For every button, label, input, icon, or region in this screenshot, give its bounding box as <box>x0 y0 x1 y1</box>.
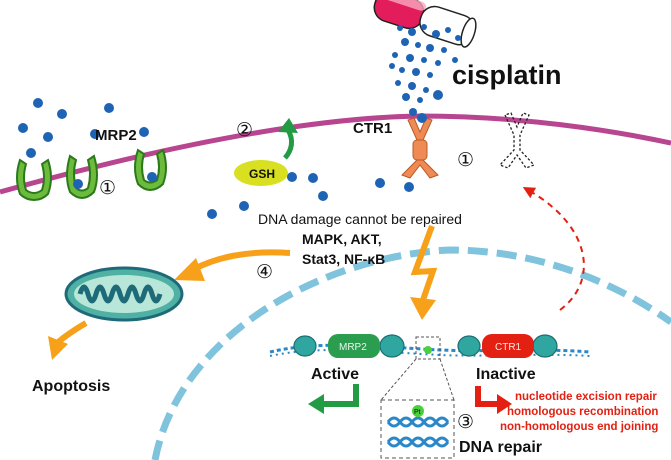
feedback-dashed-arrow <box>522 187 585 311</box>
dna-helix-lower <box>386 436 450 448</box>
ctr1-entry-drug <box>417 113 427 123</box>
dna-repair-label: DNA repair <box>459 439 542 456</box>
marker-3: ③ <box>457 411 474 433</box>
signal-lightning-arrow <box>410 224 438 301</box>
marker-1-right: ① <box>457 149 474 171</box>
gsh-export-arrowhead <box>278 118 298 133</box>
marker-4: ④ <box>256 261 273 283</box>
inactive-ctr1-outline <box>498 112 536 169</box>
pathway-label-line1: MAPK, AKT, <box>302 231 382 247</box>
pt-adduct <box>412 405 424 417</box>
cisplatin-particles <box>389 24 461 116</box>
damage-zoom-box-small <box>415 336 441 360</box>
pathway-to-mitochondria-arrowhead <box>174 258 205 281</box>
pt-label: Pt <box>414 409 421 416</box>
apoptosis-arrowhead <box>48 336 68 360</box>
pathway-label-line2: Stat3, NF-κB <box>302 251 385 267</box>
dna-helix-upper <box>386 416 450 428</box>
gsh-export-arrow <box>283 128 295 160</box>
apoptosis-arrow <box>55 320 88 346</box>
mrp2-bound-drug-1 <box>73 179 83 189</box>
active-expression-arrow <box>322 384 359 407</box>
marker-1-left: ① <box>99 177 116 199</box>
gene-ctr1-label: CTR1 <box>495 342 522 353</box>
inactive-expression-arrow <box>475 386 499 407</box>
active-expression-arrowhead <box>308 394 324 414</box>
apoptosis-label: Apoptosis <box>32 378 110 395</box>
pathway-to-mitochondria-arrow <box>190 249 291 273</box>
dna-damage-site <box>424 346 432 354</box>
dna-damage-label: DNA damage cannot be repaired <box>258 211 462 227</box>
gene-mrp2-label: MRP2 <box>339 342 367 353</box>
dna-helix-upper-b <box>386 416 450 428</box>
repair-pathway-1: nucleotide excision repair <box>515 391 657 403</box>
ctr1-transporter <box>401 117 439 179</box>
zoom-line-right <box>439 358 455 401</box>
active-label: Active <box>311 366 359 383</box>
mrp2-bound-drug-2 <box>147 172 157 182</box>
ctr1-label: CTR1 <box>353 120 392 137</box>
mitochondrion <box>64 266 184 322</box>
gsh-bound-drug <box>287 172 297 182</box>
mrp2-label: MRP2 <box>95 127 137 144</box>
cell-membrane <box>0 113 671 195</box>
gene-ctr1-box <box>482 334 534 358</box>
efflux-drug-dots <box>18 98 149 158</box>
cisplatin-label: cisplatin <box>452 60 562 90</box>
gsh-label: GSH <box>249 167 275 181</box>
nucleosomes <box>293 334 558 358</box>
intracellular-drug-dots <box>207 173 414 219</box>
repair-pathway-3: non-homologous end joining <box>500 421 658 433</box>
gsh-molecule <box>234 160 288 186</box>
zoom-line-left <box>380 358 417 401</box>
mrp2-transporters <box>16 148 167 202</box>
inactive-expression-arrowhead <box>497 394 512 414</box>
repair-pathway-2: homologous recombination <box>507 406 658 418</box>
dna-helix-lower-b <box>386 436 450 448</box>
inactive-label: Inactive <box>476 366 536 383</box>
gene-mrp2-box <box>328 334 380 358</box>
signal-lightning-arrowhead <box>410 297 436 320</box>
marker-2: ② <box>236 119 253 141</box>
